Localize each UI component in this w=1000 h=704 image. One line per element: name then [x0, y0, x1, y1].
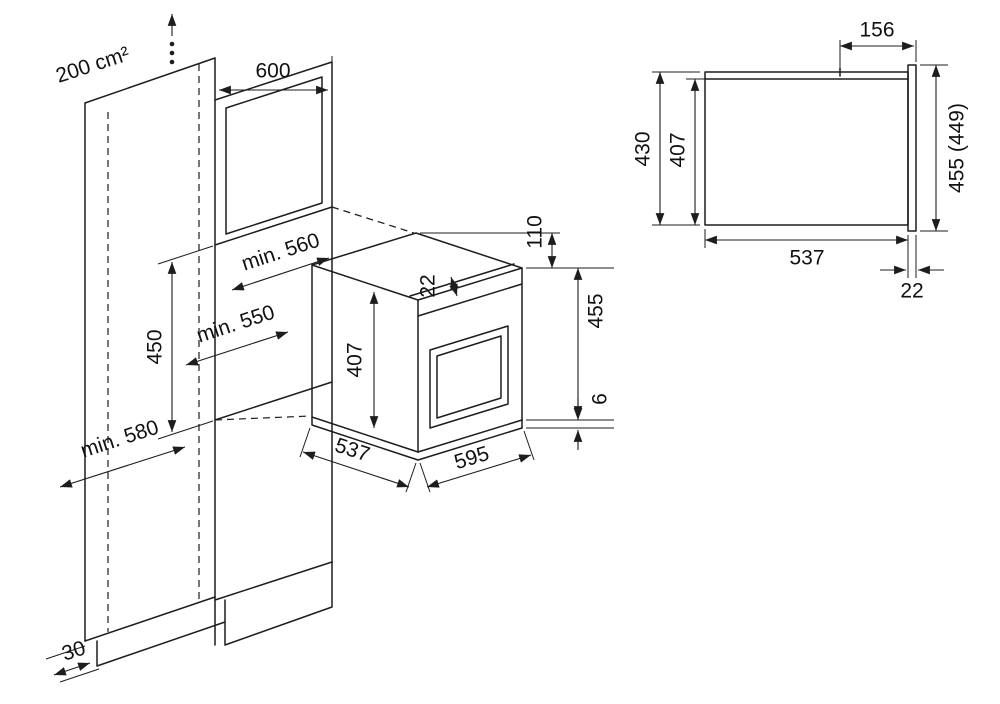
plinth-recess-label: 30: [59, 637, 88, 666]
dim-mid-depth-550: min. 550: [185, 301, 289, 366]
oven-body-height-label: 407: [344, 342, 367, 377]
side-top-inset-label: 156: [859, 19, 894, 42]
dim-top-depth-600: 600: [214, 56, 333, 96]
side-niche-height-label: 430: [632, 131, 655, 166]
dim-oven-front-height-455: 455: [526, 268, 614, 421]
dim-vent-area: 200 cm²: [53, 42, 132, 87]
dim-plinth-30: 30: [45, 637, 100, 683]
dim-oven-width-595: 595: [419, 430, 535, 493]
dim-side-door-thickness-22: 22: [880, 235, 944, 303]
niche-depth-label: min. 560: [239, 229, 323, 276]
side-total-height-label: 455 (449): [946, 103, 969, 193]
dim-side-niche-height-430: 430: [632, 71, 700, 226]
dim-side-total-height-455: 455 (449): [920, 64, 969, 232]
dim-oven-bottom-gap-6: 6: [526, 393, 614, 450]
dim-oven-body-height-407: 407: [344, 292, 379, 428]
dim-side-top-inset-156: 156: [839, 19, 917, 68]
oven-top-frame-label: 22: [417, 274, 440, 297]
built-in-oven: [214, 206, 523, 461]
side-view: [704, 64, 917, 232]
dim-oven-top-frame-22: 22: [417, 274, 459, 298]
mid-depth-label: min. 550: [194, 301, 278, 348]
dim-side-depth-537: 537: [704, 229, 909, 278]
side-depth-label: 537: [789, 247, 824, 270]
side-body-height-label: 407: [667, 132, 690, 167]
oven-front-height-label: 455: [585, 293, 608, 328]
oven-depth-label: 537: [332, 434, 372, 467]
vent-area-label: 200 cm²: [53, 42, 132, 87]
dim-base-depth-580: min. 580: [59, 416, 186, 488]
oven-bottom-gap-label: 6: [589, 393, 612, 405]
dim-side-body-height-407: 407: [667, 78, 705, 225]
top-depth-label: 600: [255, 60, 290, 83]
dim-oven-top-clearance-110: 110: [420, 215, 614, 269]
oven-door-side: [907, 64, 917, 232]
side-door-thickness-label: 22: [900, 280, 923, 303]
dim-niche-height-450: 450: [144, 245, 214, 440]
dim-oven-depth-537: 537: [299, 427, 417, 493]
base-depth-label: min. 580: [78, 416, 162, 463]
niche-height-label: 450: [144, 329, 167, 364]
oven-top-clearance-label: 110: [524, 215, 547, 248]
door-window: [429, 325, 509, 429]
dim-niche-depth-560: min. 560: [231, 229, 330, 291]
